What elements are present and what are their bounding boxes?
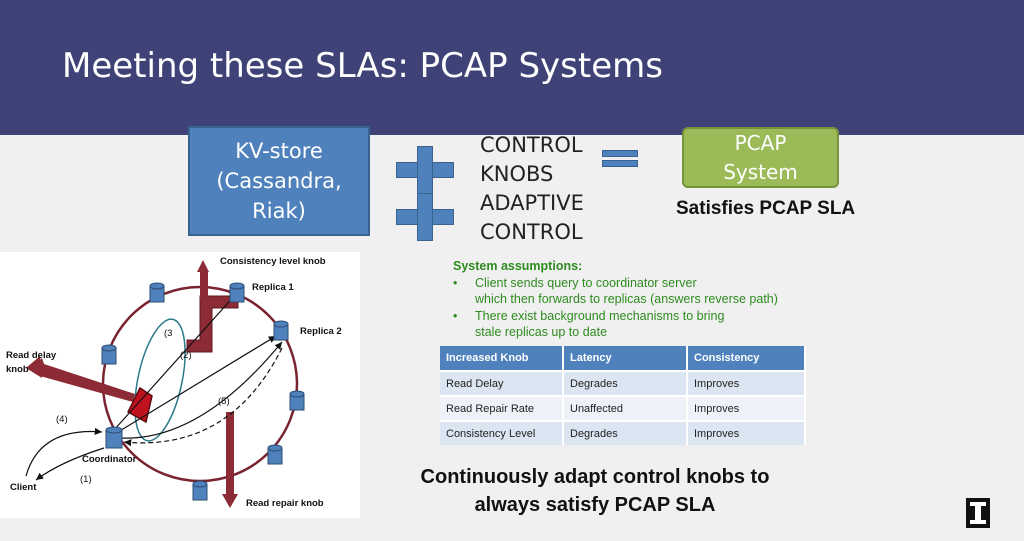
read-delay-arrowhead [26, 356, 42, 378]
plus-icon [396, 146, 454, 194]
pcap-system-line: System [723, 159, 798, 184]
assumptions-heading: System assumptions: [453, 259, 583, 273]
read-delay-label: knob [6, 364, 29, 375]
table-cell: Consistency Level [440, 420, 564, 445]
slide-title: Meeting these SLAs: PCAP Systems [62, 46, 663, 86]
table-header-row: Increased Knob Latency Consistency [440, 346, 806, 371]
consistency-knob-shaft [186, 295, 239, 353]
pcap-system-box: PCAP System [682, 127, 839, 188]
read-repair-knob-stem [226, 412, 234, 496]
bullet-icon: • [453, 308, 458, 323]
arrow-repair [119, 341, 283, 439]
conclusion-text: Continuously adapt control knobs to alwa… [390, 463, 800, 519]
assumption-item: • There exist background mechanisms to b… [453, 308, 813, 341]
read-delay-label: Read delay [6, 350, 57, 361]
table-cell: Improves [687, 370, 806, 396]
read-delay-knob-arrow [30, 358, 135, 402]
assumption-item: • Client sends query to coordinator serv… [453, 275, 813, 308]
step-label: (4) [56, 414, 68, 425]
table-cell: Degrades [563, 420, 688, 445]
assumption-line: Client sends query to coordinator server [475, 275, 697, 290]
control-knobs-label: CONTROL KNOBS [480, 131, 583, 189]
table-row: Consistency Level Degrades Improves [440, 420, 806, 445]
read-repair-arrowhead [222, 494, 238, 508]
read-repair-label: Read repair knob [246, 498, 324, 509]
table-row: Read Delay Degrades Improves [440, 370, 806, 396]
system-assumptions: System assumptions: • Client sends query… [453, 258, 813, 341]
step-label: (5) [218, 396, 230, 407]
table-header: Increased Knob [440, 346, 564, 371]
replica-node [273, 320, 289, 341]
replica1-label: Replica 1 [252, 282, 294, 293]
step-label: (2) [180, 350, 192, 361]
table-row: Read Repair Rate Unaffected Improves [440, 395, 806, 421]
block-i-logo-icon [966, 498, 990, 528]
arrow-client-request [25, 427, 103, 477]
kv-store-line: (Cassandra, [216, 169, 342, 193]
title-banner [0, 0, 1024, 135]
control-knobs-line: KNOBS [480, 162, 554, 186]
assumption-line: stale replicas up to date [475, 325, 608, 339]
replica2-label: Replica 2 [300, 326, 342, 337]
arrow-to-replica2 [117, 335, 277, 433]
kv-store-line: Riak) [252, 199, 306, 223]
equals-icon [602, 150, 638, 157]
bullet-icon: • [453, 275, 458, 290]
ring-diagram: Consistency level knob Replica 1 Replica… [6, 256, 342, 509]
read-request-ellipse [134, 318, 186, 442]
table-header: Latency [563, 346, 688, 371]
adaptive-control-line: CONTROL [480, 220, 583, 244]
control-knobs-line: CONTROL [480, 133, 583, 157]
arrow-reply-dashed [123, 347, 283, 447]
replica-node [267, 444, 283, 465]
replica-node [101, 344, 117, 365]
table-cell: Read Delay [440, 370, 564, 396]
kv-store-line: KV-store [235, 139, 323, 163]
table-cell: Read Repair Rate [440, 395, 564, 421]
replica-node [229, 282, 245, 303]
architecture-diagram: Consistency level knob Replica 1 Replica… [0, 252, 360, 518]
knob-effects-table: Increased Knob Latency Consistency Read … [440, 346, 806, 445]
replica-node [149, 282, 165, 303]
adaptive-control-line: ADAPTIVE [480, 191, 584, 215]
step-label: (1) [80, 474, 92, 485]
plus-icon [396, 193, 454, 241]
arrow-to-replica1 [113, 293, 237, 431]
assumption-line: which then forwards to replicas (answers… [475, 292, 778, 306]
step-label: (3 [164, 328, 172, 339]
arrow-client-response [35, 447, 105, 481]
coordinator-label: Coordinator [82, 454, 137, 465]
table-cell: Improves [687, 420, 806, 445]
consistency-knob-stem [200, 270, 208, 300]
satisfies-label: Satisfies PCAP SLA [676, 198, 856, 219]
replica-node [192, 480, 208, 501]
conclusion-line: always satisfy PCAP SLA [474, 494, 716, 516]
table-cell: Unaffected [563, 395, 688, 421]
pcap-system-line: PCAP [734, 130, 787, 155]
table-cell: Improves [687, 395, 806, 421]
table-cell: Degrades [563, 370, 688, 396]
adaptive-control-label: ADAPTIVE CONTROL [480, 189, 584, 247]
assumption-line: There exist background mechanisms to bri… [475, 308, 725, 323]
replica-node [289, 390, 305, 411]
coordinator-node [105, 426, 123, 449]
client-label: Client [10, 482, 37, 493]
kv-store-box: KV-store (Cassandra, Riak) [188, 126, 370, 236]
consistency-knob-label: Consistency level knob [220, 256, 326, 267]
conclusion-line: Continuously adapt control knobs to [420, 466, 770, 488]
table-header: Consistency [687, 346, 806, 371]
equals-icon [602, 160, 638, 167]
consistency-knob-arrowhead [197, 260, 209, 272]
